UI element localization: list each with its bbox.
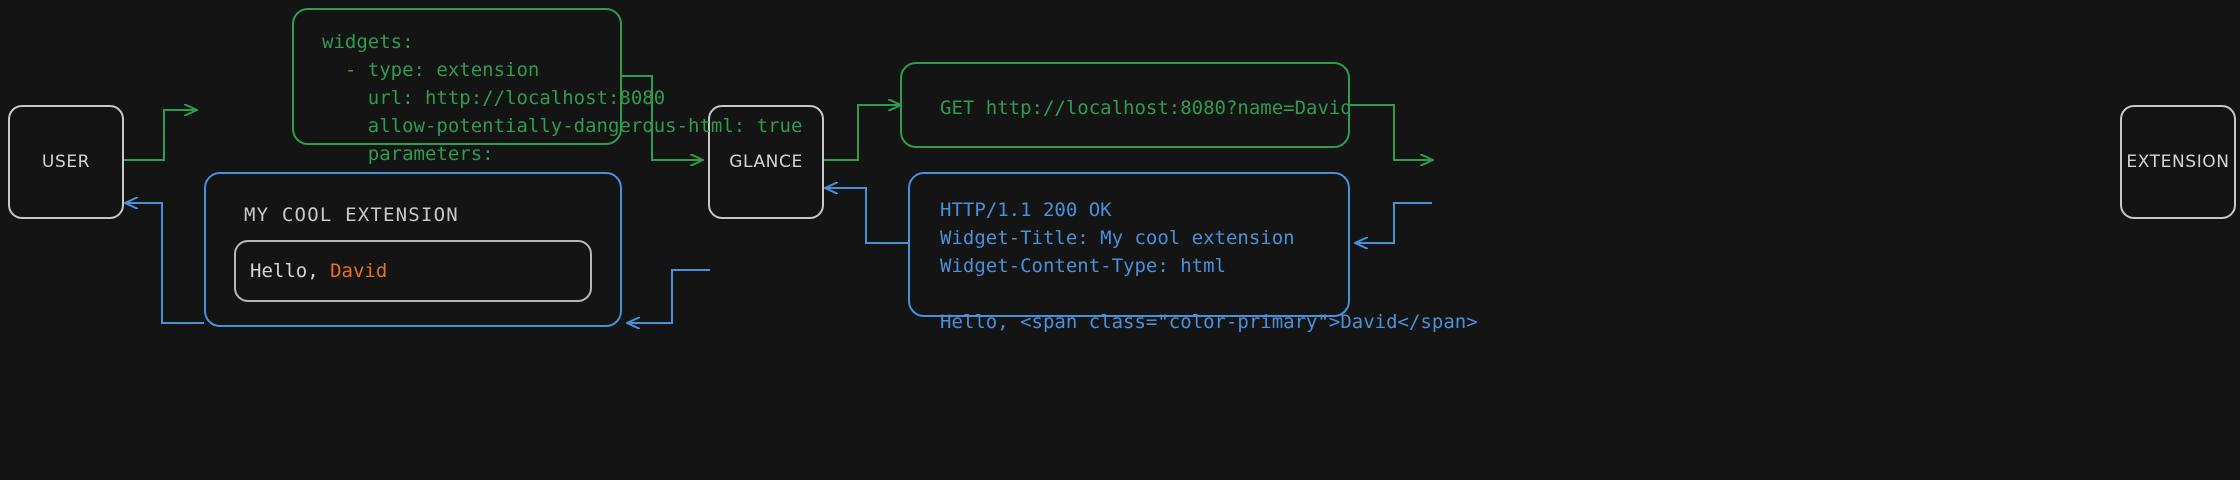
edge-user-to-config xyxy=(120,110,196,161)
node-extension[interactable]: EXTENSION xyxy=(2120,105,2236,219)
widget-greeting-prefix: Hello, xyxy=(250,260,331,282)
config-code: widgets: - type: extension url: http://l… xyxy=(322,31,802,193)
edge-request-to-extension xyxy=(1350,104,1432,160)
response-code: HTTP/1.1 200 OK Widget-Title: My cool ex… xyxy=(940,199,1478,333)
config-panel: widgets: - type: extension url: http://l… xyxy=(292,8,802,193)
node-glance-label: GLANCE xyxy=(729,152,803,172)
widget-panel: MY COOL EXTENSION Hello, David xyxy=(204,172,622,327)
edge-glance-to-widget xyxy=(628,269,710,323)
widget-greeting-name: David xyxy=(330,260,388,282)
edge-widget-to-user xyxy=(126,203,204,324)
widget-greeting: Hello, David xyxy=(250,260,387,282)
node-glance[interactable]: GLANCE xyxy=(708,105,824,219)
request-panel: GET http://localhost:8080?name=David xyxy=(900,62,1352,148)
edge-extension-to-response xyxy=(1356,202,1432,243)
response-panel: HTTP/1.1 200 OK Widget-Title: My cool ex… xyxy=(908,172,1478,333)
edge-glance-to-request xyxy=(820,105,900,161)
edge-response-to-glance xyxy=(826,188,908,244)
node-extension-label: EXTENSION xyxy=(2126,152,2230,172)
widget-title: MY COOL EXTENSION xyxy=(244,204,459,226)
request-code: GET http://localhost:8080?name=David xyxy=(940,97,1352,119)
node-user[interactable]: USER xyxy=(8,105,124,219)
widget-content-box: Hello, David xyxy=(234,240,592,302)
node-user-label: USER xyxy=(41,152,91,172)
